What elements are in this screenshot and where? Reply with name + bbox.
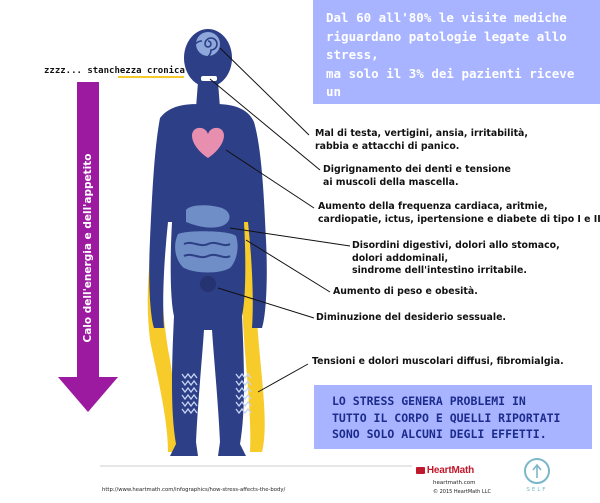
- muscle-tension-icon: [181, 372, 252, 415]
- conclusion-text: LO STRESS GENERA PROBLEMI IN TUTTO IL CO…: [332, 393, 588, 443]
- heartmath-site[interactable]: heartmath.com: [433, 480, 476, 486]
- conclusion-line: LO STRESS GENERA PROBLEMI IN: [332, 394, 526, 408]
- callout-muscles: Tensioni e dolori muscolari diffusi, fib…: [312, 356, 564, 369]
- intro-line: Dal 60 all'80% le visite mediche: [326, 10, 567, 25]
- callout-head: Mal di testa, vertigini, ansia, irritabi…: [315, 128, 528, 153]
- callout-line: Disordini digestivi, dolori allo stomaco…: [352, 240, 560, 251]
- conclusion-line: SONO SOLO ALCUNI DEGLI EFFETTI.: [332, 427, 547, 441]
- callout-line: sindrome dell'intestino irritabile.: [352, 265, 527, 276]
- callout-line: Digrignamento dei denti e tensione: [323, 164, 511, 175]
- callout-jaw: Digrignamento dei denti e tensione ai mu…: [323, 164, 511, 189]
- source-url[interactable]: http://www.heartmath.com/infographics/ho…: [102, 487, 286, 493]
- energy-down-arrow: [58, 82, 118, 412]
- intro-line: riguardano patologie legate allo stress,: [326, 28, 567, 63]
- brain-icon: [192, 32, 220, 60]
- heartmath-wordmark: HeartMath: [426, 464, 474, 476]
- intro-line: aiuto concreto per gestire questo tipo: [326, 102, 575, 137]
- heartmath-badge-icon: [416, 466, 425, 474]
- conclusion-line: TUTTO IL CORPO E QUELLI RIPORTATI: [332, 410, 561, 425]
- jaw-icon: [201, 76, 217, 81]
- conclusion-box: [314, 385, 592, 449]
- callout-line: dolori addominali,: [352, 252, 449, 264]
- callout-line: Mal di testa, vertigini, ansia, irritabi…: [315, 128, 528, 139]
- intro-line: di situazioni.: [326, 139, 432, 155]
- energy-arrow-label: Calo dell'energia e dell'appetito: [82, 153, 94, 343]
- callout-heart: Aumento della frequenza cardiaca, aritmi…: [318, 201, 600, 226]
- callout-digestion: Disordini digestivi, dolori allo stomaco…: [352, 240, 560, 278]
- callout-weight: Aumento di peso e obesità.: [333, 286, 478, 299]
- copyright-text: © 2015 HeartMath LLC: [433, 489, 491, 495]
- callout-leader-lines: [118, 47, 351, 393]
- callout-line: rabbia e attacchi di panico.: [315, 140, 460, 152]
- callout-line: cardiopatie, ictus, ipertensione e diabe…: [318, 213, 600, 225]
- pelvis-icon: [200, 276, 216, 292]
- callout-libido: Diminuzione del desiderio sessuale.: [316, 312, 506, 325]
- callout-line: Aumento della frequenza cardiaca, aritmi…: [318, 201, 548, 212]
- self-logo-icon: [524, 458, 550, 484]
- digestive-organs-icon: [175, 205, 238, 273]
- callout-line: Aumento di peso e obesità.: [333, 286, 478, 297]
- callout-line: ai muscoli della mascella.: [323, 176, 459, 188]
- heartmath-logo: HeartMath: [416, 464, 474, 476]
- fatigue-label: zzzz... stanchezza cronica: [44, 66, 185, 76]
- heart-icon: [192, 127, 224, 158]
- callout-line: Diminuzione del desiderio sessuale.: [316, 312, 506, 323]
- intro-box: [313, 0, 600, 104]
- intro-line: ma solo il 3% dei pazienti riceve un: [326, 65, 575, 100]
- upward-arrow-icon: [532, 463, 542, 478]
- callout-line: Tensioni e dolori muscolari diffusi, fib…: [312, 356, 564, 367]
- intro-text: Dal 60 all'80% le visite mediche riguard…: [326, 9, 596, 157]
- self-wordmark: SELF: [526, 487, 548, 493]
